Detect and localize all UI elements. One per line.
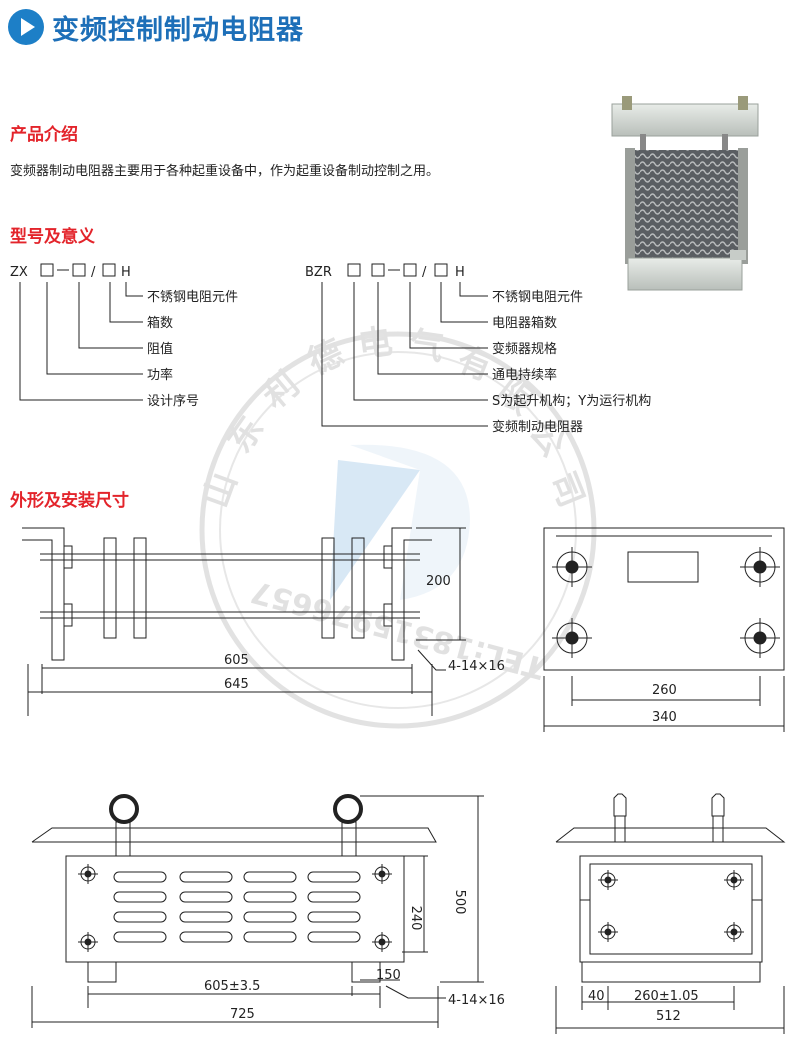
hole-mark — [552, 547, 780, 658]
dim-label: 4-14×16 — [448, 659, 505, 674]
drawing-end-view: 40 260±1.05 512 — [555, 793, 786, 1034]
hole-mark — [598, 870, 744, 942]
dim-label: 605±3.5 — [204, 979, 260, 994]
zx-item: 设计序号 — [147, 394, 199, 409]
product-photo — [611, 96, 759, 291]
zx-prefix: ZX — [10, 265, 28, 280]
intro-heading: 产品介绍 — [10, 125, 78, 145]
zx-code-diagram: ZX / H 不锈钢电阻元件 箱数 阻值 功率 设计序号 — [10, 263, 238, 409]
drawing-side-view: 200 605 645 4-14×16 — [22, 527, 505, 716]
dim-label: 260 — [652, 683, 677, 698]
bzr-prefix: BZR — [305, 265, 332, 280]
zx-item: 箱数 — [147, 315, 173, 331]
bzr-item: 不锈钢电阻元件 — [492, 290, 583, 305]
intro-body: 变频器制动电阻器主要用于各种起重设备中，作为起重设备制动控制之用。 — [10, 164, 440, 179]
bzr-item: 变频器规格 — [492, 341, 557, 357]
svg-text:东: 东 — [220, 409, 272, 460]
zx-tail: H — [121, 265, 131, 280]
drawing-plan-view: 260 340 — [543, 527, 785, 732]
dim-label: 512 — [656, 1009, 681, 1024]
hole-mark — [78, 864, 392, 952]
svg-text:/: / — [422, 265, 427, 280]
bzr-tail: H — [455, 265, 465, 280]
bzr-code-diagram: BZR / H 不锈钢电阻元件 电阻器箱数 变频器规格 通电持续率 S为起升机构… — [305, 263, 651, 435]
svg-text:气: 气 — [406, 324, 446, 368]
dim-label: 605 — [224, 653, 249, 668]
dim-label: 725 — [230, 1007, 255, 1022]
dim-label: 645 — [224, 677, 249, 692]
bzr-item: 电阻器箱数 — [492, 315, 557, 331]
model-heading: 型号及意义 — [10, 227, 95, 247]
zx-item: 阻值 — [147, 341, 173, 357]
vent-slots — [113, 871, 361, 943]
dim-label: 150 — [376, 968, 401, 983]
svg-text:/: / — [91, 265, 96, 280]
page-header: 变频控制制动电阻器 — [8, 6, 304, 48]
bzr-item: 变频制动电阻器 — [492, 419, 583, 435]
svg-text:利: 利 — [255, 364, 307, 416]
dim-label: 240 — [408, 906, 423, 931]
bzr-item: S为起升机构；Y为运行机构 — [492, 394, 651, 409]
zx-item: 功率 — [147, 367, 173, 383]
zx-item: 不锈钢电阻元件 — [147, 290, 238, 305]
bzr-item: 通电持续率 — [492, 367, 557, 383]
dim-label: 500 — [452, 890, 467, 915]
drawing-front-view: 240 500 605±3.5 150 4-14×16 725 — [31, 794, 505, 1028]
dim-label: 340 — [652, 710, 677, 725]
svg-text:电: 电 — [356, 322, 395, 366]
dim-label: 260±1.05 — [634, 989, 699, 1004]
play-icon — [8, 9, 44, 45]
dim-label: 200 — [426, 574, 451, 589]
dim-label: 4-14×16 — [448, 993, 505, 1008]
dims-heading: 外形及安装尺寸 — [10, 491, 129, 511]
dim-label: 40 — [588, 989, 605, 1004]
page-title: 变频控制制动电阻器 — [52, 14, 304, 46]
